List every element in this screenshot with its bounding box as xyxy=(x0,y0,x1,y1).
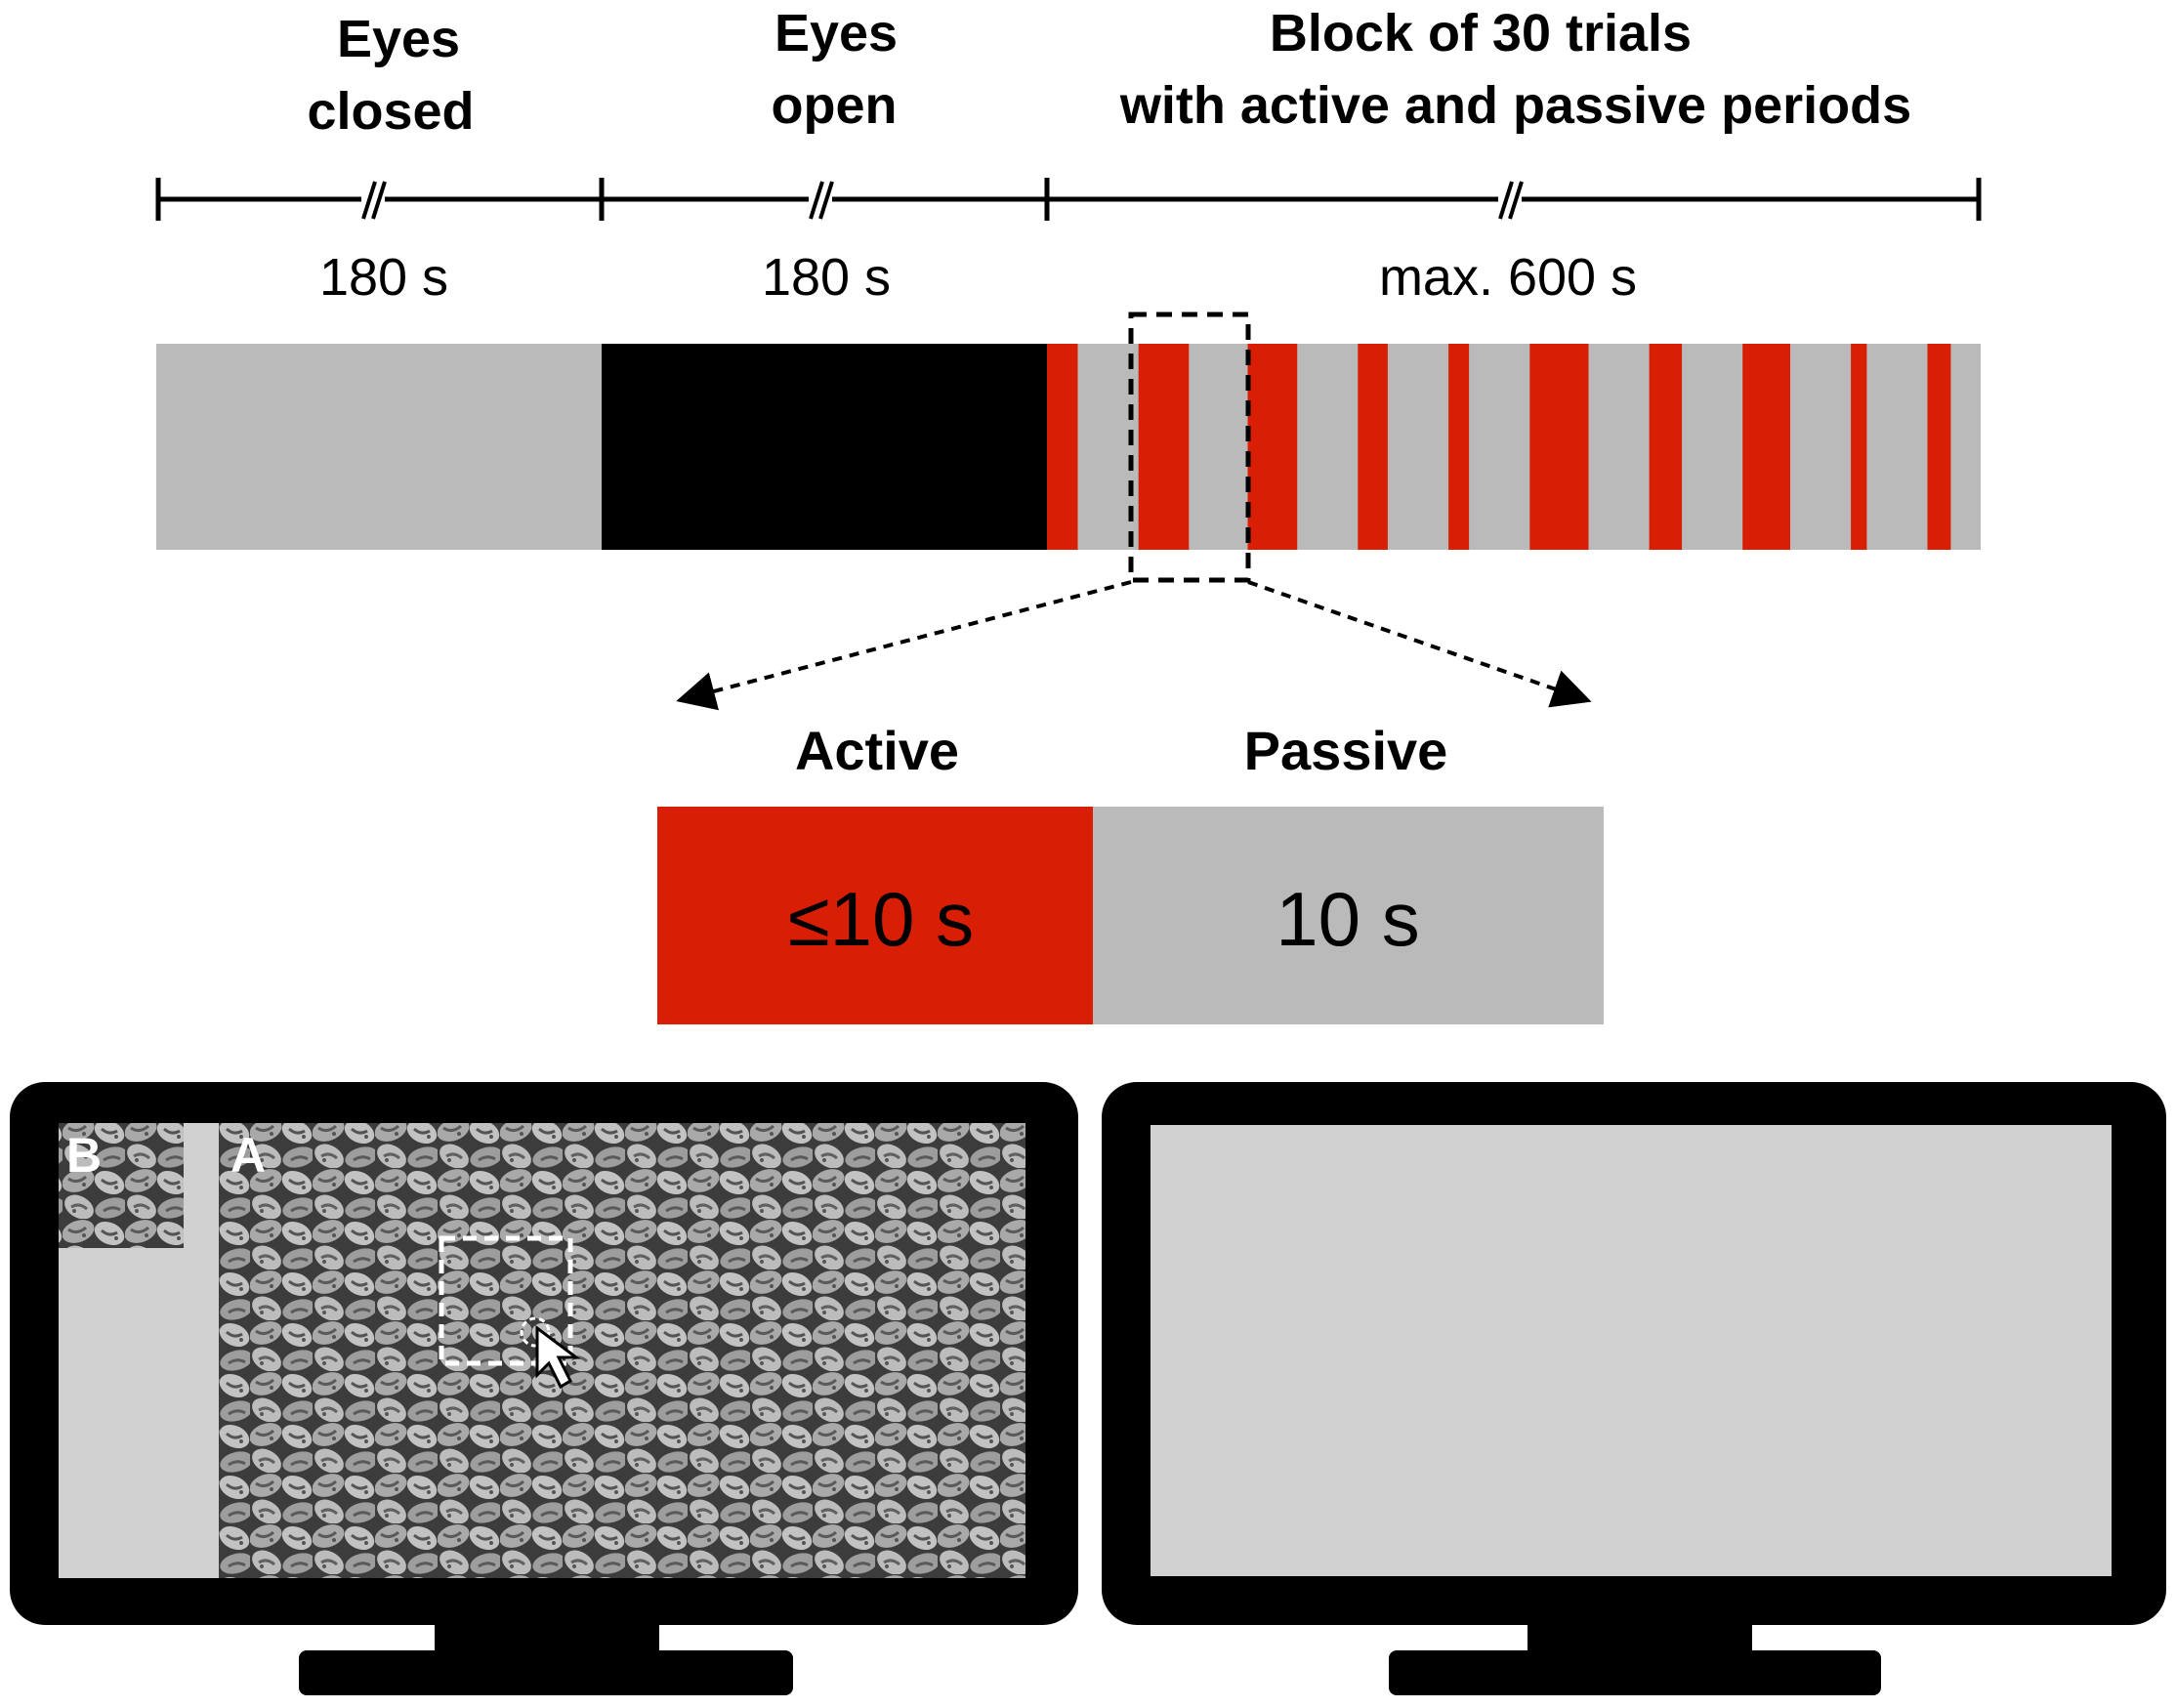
phase-3-duration: max. 600 s xyxy=(1379,248,1637,307)
trial-block-segment xyxy=(1047,344,1981,550)
active-period-1 xyxy=(1047,344,1078,550)
label-b: B xyxy=(66,1128,102,1183)
right-screen-blank xyxy=(1151,1125,2112,1576)
eyes-open-segment xyxy=(602,344,1047,550)
active-period-9 xyxy=(1851,344,1867,550)
active-period-box xyxy=(657,807,1093,1024)
passive-label: Passive xyxy=(1244,720,1448,781)
condition-bar xyxy=(156,344,1981,550)
phase-1-title-line2: closed xyxy=(307,82,474,141)
right-monitor-stand xyxy=(1389,1650,1881,1695)
timeline-axis xyxy=(155,178,1982,221)
active-period-5 xyxy=(1448,344,1470,550)
active-period-2 xyxy=(1138,344,1190,550)
target-thumbnail xyxy=(59,1123,184,1248)
right-monitor-neck xyxy=(1527,1621,1752,1650)
active-label: Active xyxy=(795,720,959,781)
left-monitor-neck xyxy=(435,1621,659,1650)
active-period-6 xyxy=(1529,344,1589,550)
left-monitor: B A xyxy=(10,1082,1078,1695)
active-period-3 xyxy=(1247,344,1298,550)
active-period-4 xyxy=(1358,344,1388,550)
phase-2-title-line1: Eyes xyxy=(774,4,898,62)
zoom-selection-box xyxy=(1128,312,1251,583)
active-period-8 xyxy=(1742,344,1790,550)
active-duration: ≤10 s xyxy=(788,876,974,962)
passive-period-box xyxy=(1093,807,1604,1024)
zoom-arrow-right xyxy=(1247,580,1592,708)
axis-break-marks xyxy=(361,181,1524,220)
active-period-7 xyxy=(1649,344,1683,550)
phase-3-title-line2: with active and passive periods xyxy=(1119,76,1911,135)
active-period-10 xyxy=(1927,344,1951,550)
phase-2-title-line2: open xyxy=(772,76,898,135)
phase-3-title-line1: Block of 30 trials xyxy=(1270,4,1692,62)
left-monitor-stand xyxy=(299,1650,793,1695)
active-periods xyxy=(1047,344,1951,550)
cursor-icon xyxy=(520,1316,581,1390)
zoom-arrow-left xyxy=(676,580,1132,711)
phase-2-duration: 180 s xyxy=(762,248,891,307)
passive-duration: 10 s xyxy=(1276,876,1419,962)
phase-1-duration: 180 s xyxy=(319,248,448,307)
label-a: A xyxy=(230,1128,266,1183)
eyes-closed-segment xyxy=(156,344,602,550)
bean-search-image xyxy=(219,1123,1025,1578)
right-monitor xyxy=(1102,1082,2166,1695)
phase-1-title-line1: Eyes xyxy=(337,10,460,68)
search-window-box xyxy=(439,1235,573,1366)
